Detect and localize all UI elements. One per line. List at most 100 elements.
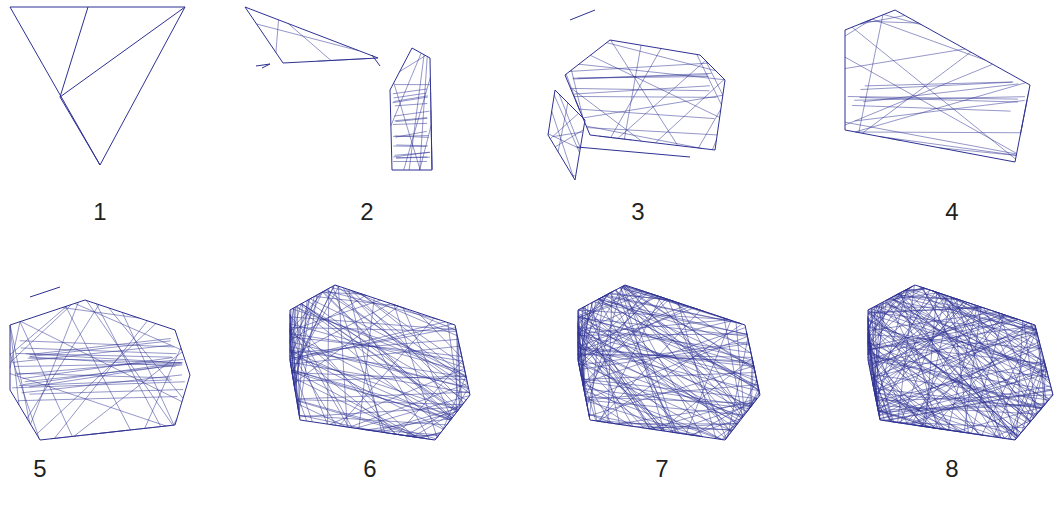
mesh-edge xyxy=(880,137,1017,156)
mesh-edge xyxy=(28,358,180,363)
mesh-edge xyxy=(578,318,747,337)
mesh-edge xyxy=(575,100,579,110)
mesh-edge xyxy=(757,382,760,394)
mesh-outline xyxy=(578,285,760,440)
mesh-edge xyxy=(728,338,748,436)
mesh-edge xyxy=(12,345,171,362)
mesh-edge xyxy=(956,299,1050,384)
mesh-edge xyxy=(292,370,419,437)
mesh-edge xyxy=(750,360,753,408)
mesh-edge xyxy=(932,291,1037,331)
mesh-edge xyxy=(1029,365,1045,423)
mesh-edge xyxy=(434,318,436,320)
mesh-edge xyxy=(726,392,760,439)
mesh-edge xyxy=(395,84,430,85)
mesh-edge xyxy=(578,293,610,332)
mesh-edge xyxy=(589,414,701,436)
mesh-outline xyxy=(868,285,1053,440)
mesh-edge xyxy=(650,293,681,303)
mesh-edge xyxy=(579,309,750,407)
mesh-edge xyxy=(394,305,437,438)
mesh-edge xyxy=(51,425,172,438)
mesh-edge xyxy=(869,364,891,421)
mesh-edge xyxy=(395,118,427,121)
mesh-edge xyxy=(956,299,1001,438)
mesh-edge xyxy=(421,432,441,438)
mesh-outline xyxy=(290,285,470,440)
mesh-edge xyxy=(586,400,744,415)
figure-number: 3 xyxy=(631,200,644,224)
mesh-edge xyxy=(578,293,648,358)
mesh-edge xyxy=(872,19,985,60)
mesh-fragment xyxy=(256,64,270,68)
mesh-edge xyxy=(1022,91,1029,128)
mesh-edge xyxy=(307,300,458,410)
mesh-edge xyxy=(583,384,723,440)
mesh-edge xyxy=(324,291,468,387)
mesh-outline xyxy=(245,7,378,63)
mesh-edge xyxy=(290,304,301,343)
mesh-edge xyxy=(431,92,432,169)
mesh-edge xyxy=(578,309,579,317)
mesh-edge xyxy=(904,288,925,290)
mesh-edge xyxy=(873,384,876,401)
mesh-edge xyxy=(896,295,958,299)
mesh-edge xyxy=(861,19,871,23)
mesh-edge xyxy=(553,132,582,137)
mesh-edge xyxy=(328,288,329,424)
mesh-edge xyxy=(599,136,632,140)
mesh-edge xyxy=(922,287,1004,438)
mesh-edge xyxy=(391,53,421,126)
mesh-edge xyxy=(296,392,469,399)
mesh-edge xyxy=(325,291,440,320)
mesh-edge xyxy=(888,287,912,300)
mesh-edge xyxy=(290,308,294,352)
mesh-edge xyxy=(87,430,127,434)
mesh-edge xyxy=(845,19,872,36)
mesh-edge xyxy=(712,140,716,150)
mesh-edge xyxy=(582,308,757,382)
mesh-edge xyxy=(392,97,427,103)
mesh-edge xyxy=(752,357,755,370)
mesh-edge xyxy=(578,296,659,333)
mesh-edge xyxy=(868,287,911,319)
mesh-edge xyxy=(911,305,975,424)
mesh-edge xyxy=(600,297,661,422)
mesh-edge xyxy=(86,300,172,425)
mesh-edge xyxy=(443,376,466,430)
mesh-edge xyxy=(29,338,171,354)
mesh-edge xyxy=(845,49,965,69)
mesh-edge xyxy=(292,373,467,380)
mesh-edge xyxy=(855,83,1026,132)
mesh-edge xyxy=(571,70,583,118)
mesh-edge xyxy=(572,88,709,90)
mesh-edge xyxy=(911,369,1046,424)
figure-number: 2 xyxy=(360,200,373,224)
mesh-edge xyxy=(54,321,147,439)
mesh-edge xyxy=(431,110,432,169)
mesh-edge xyxy=(299,415,447,424)
mesh-edge xyxy=(290,342,469,389)
mesh-edge xyxy=(400,56,426,72)
mesh-edge xyxy=(10,322,20,369)
mesh-edge xyxy=(1027,97,1028,98)
mesh-edge xyxy=(573,76,709,78)
mesh-edge xyxy=(589,297,603,418)
mesh-edge xyxy=(582,381,751,406)
mesh-edge xyxy=(173,419,177,426)
mesh-edge xyxy=(586,126,702,148)
mesh-outline xyxy=(565,40,725,150)
mesh-edge xyxy=(624,286,747,412)
mesh-edge xyxy=(599,299,759,390)
mesh-edge xyxy=(856,131,1021,133)
mesh-edge xyxy=(861,82,1013,89)
mesh-edge xyxy=(361,294,466,378)
mesh-edge xyxy=(19,380,172,386)
figure-number: 5 xyxy=(33,457,46,481)
mesh-fragment xyxy=(30,287,60,297)
mesh-edge xyxy=(888,138,900,140)
mesh-edge xyxy=(1031,324,1047,372)
mesh-edge xyxy=(984,308,1032,324)
mesh-edge xyxy=(982,326,1035,435)
mesh-edge xyxy=(257,24,360,51)
